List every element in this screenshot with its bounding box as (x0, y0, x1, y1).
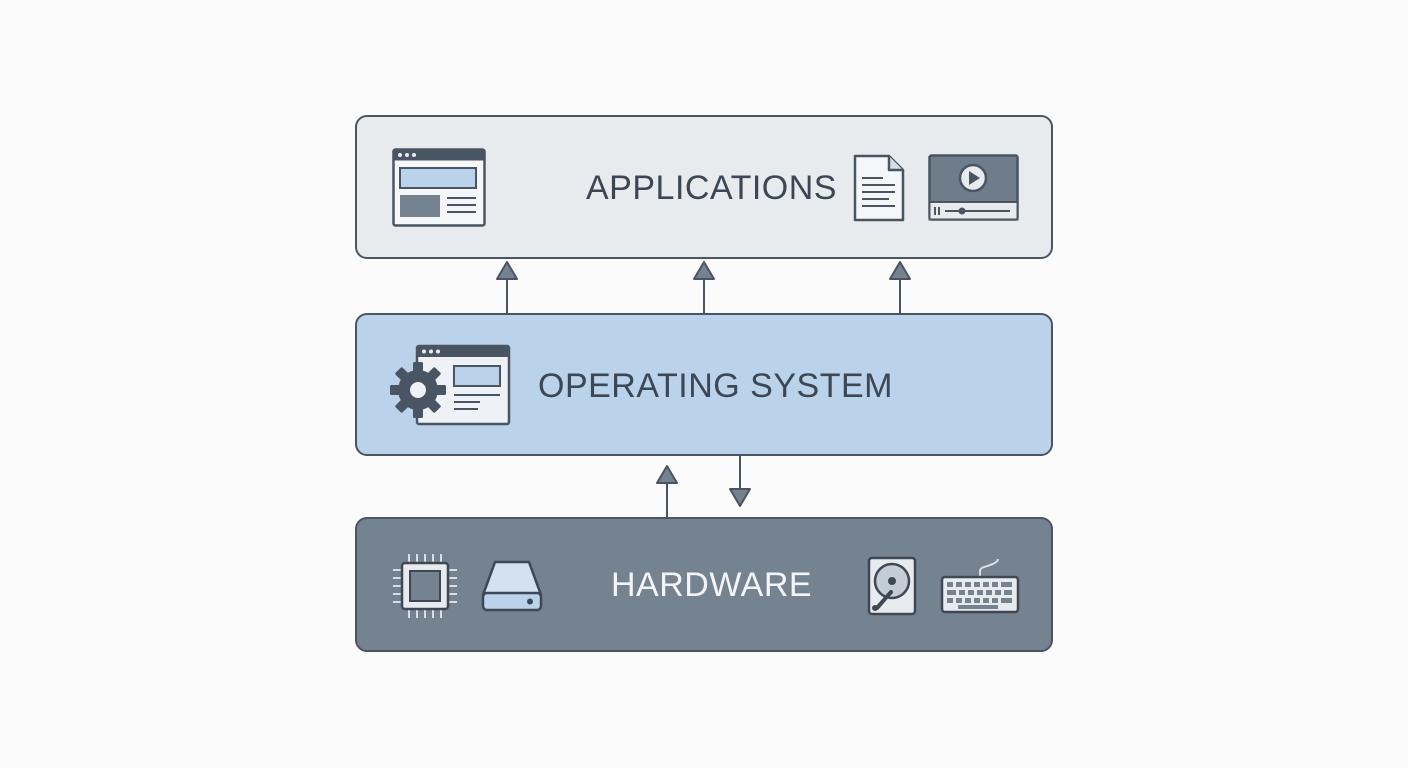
keyboard-icon (940, 558, 1020, 614)
settings-window-icon (390, 344, 511, 426)
applications-layer: APPLICATIONS (355, 115, 1053, 259)
video-player-icon (928, 154, 1019, 221)
applications-title: APPLICATIONS (586, 169, 837, 207)
storage-drive-icon (481, 560, 543, 612)
hardware-title: HARDWARE (611, 566, 813, 604)
hardware-layer: HARDWARE (355, 517, 1053, 652)
hard-disk-icon (867, 556, 917, 616)
operating-system-title: OPERATING SYSTEM (538, 367, 893, 405)
cpu-chip-icon (393, 554, 457, 618)
arrow-hardware-to-os (656, 465, 678, 517)
arrow-os-to-applications-center (693, 261, 715, 313)
operating-system-layer: OPERATING SYSTEM (355, 313, 1053, 456)
arrow-os-to-applications-left (496, 261, 518, 313)
arrow-os-to-applications-right (889, 261, 911, 313)
arrow-os-to-hardware (729, 456, 751, 507)
browser-window-icon (392, 148, 486, 227)
document-icon (853, 154, 905, 222)
